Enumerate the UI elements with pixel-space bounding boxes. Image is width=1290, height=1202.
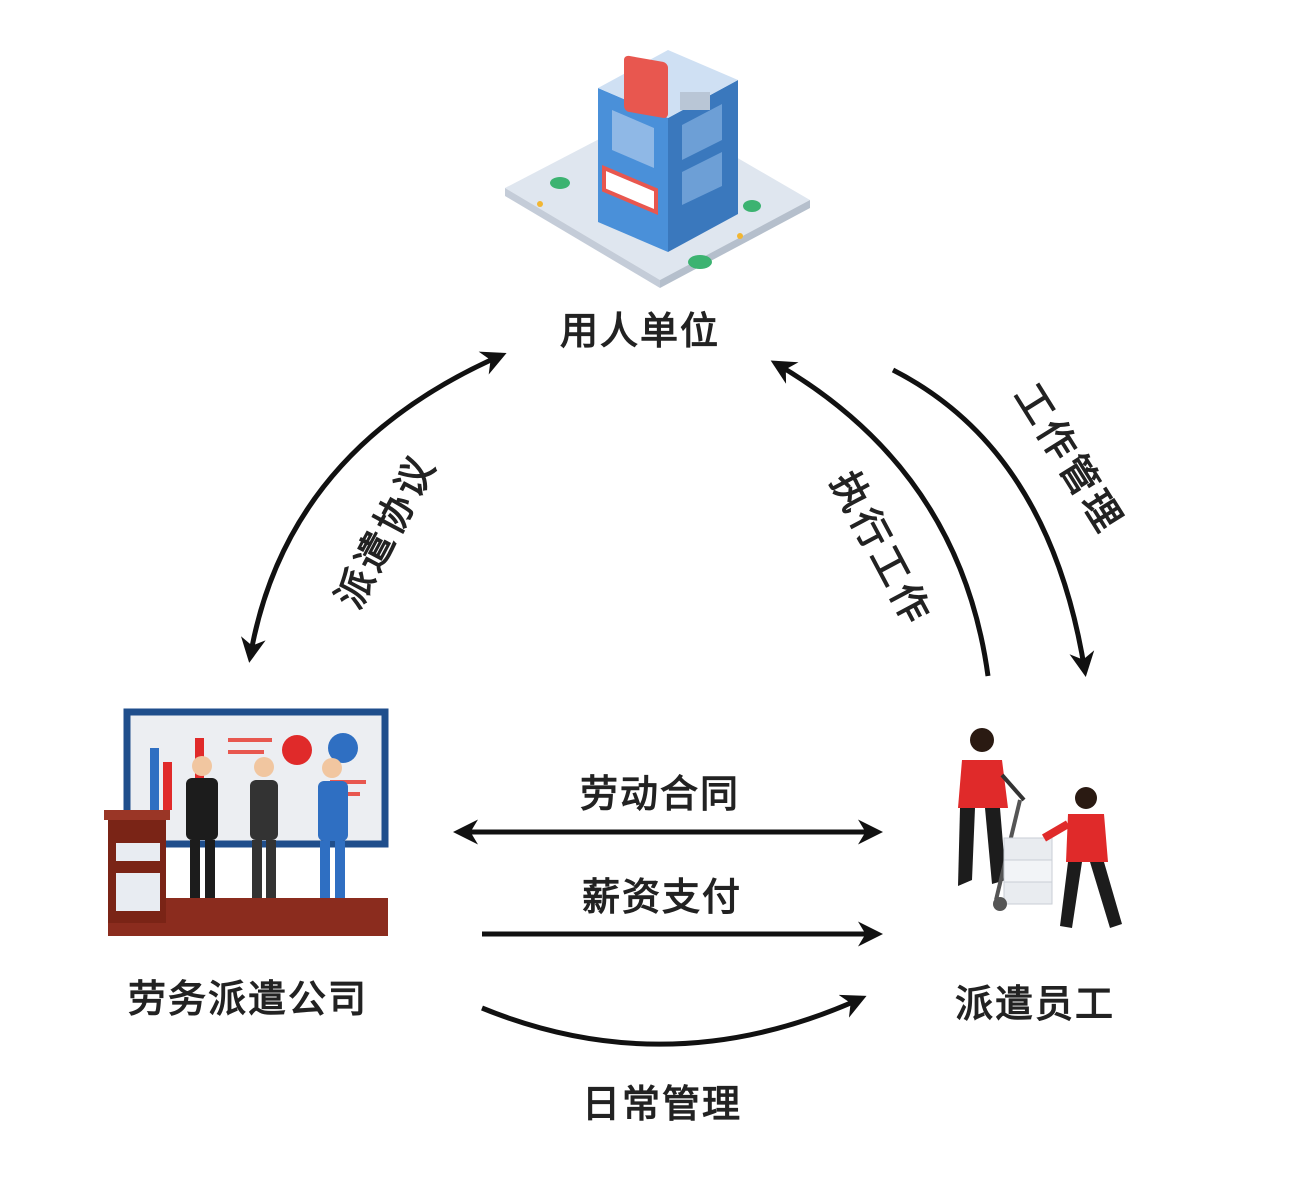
arrow-dispatch-agreement xyxy=(241,351,507,663)
workers-illustration xyxy=(958,728,1122,928)
edge-daily-management-label: 日常管理 xyxy=(582,1082,743,1126)
building-illustration xyxy=(505,50,810,288)
node-employee-label: 派遣员工 xyxy=(955,982,1116,1026)
node-employer-label: 用人单位 xyxy=(560,309,721,353)
agency-illustration xyxy=(104,708,389,936)
arrow-work-management xyxy=(891,367,1095,677)
node-agency-label: 劳务派遣公司 xyxy=(128,977,369,1021)
arrows xyxy=(241,351,1095,1047)
arrow-daily-management xyxy=(481,994,867,1047)
arrow-perform-work xyxy=(770,360,991,677)
edge-labor-contract-label: 劳动合同 xyxy=(580,772,741,816)
edge-salary-payment-label: 薪资支付 xyxy=(582,875,743,919)
